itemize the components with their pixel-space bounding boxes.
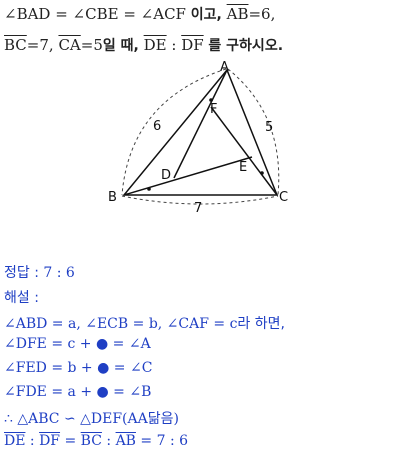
step6-segment-de: DE xyxy=(4,433,26,449)
line-af xyxy=(173,69,228,179)
ratio-colon: : xyxy=(166,36,182,54)
bullet-icon: ● xyxy=(96,336,109,352)
point-label-f: F xyxy=(210,102,217,117)
explanation-heading: 해설 : xyxy=(4,287,39,307)
solution-step-5: ∴ △ABC ∽ △DEF(AA닮음) xyxy=(4,408,179,428)
segment-ca: CA xyxy=(58,36,81,54)
point-label-d: D xyxy=(161,168,171,183)
angle-marks xyxy=(147,98,264,191)
step5-math: ∴ △ABC ∽ △DEF(AA xyxy=(4,411,148,427)
segment-ab: AB xyxy=(226,5,249,23)
angle-dot-c xyxy=(260,171,264,175)
answer-value: 7 : 6 xyxy=(43,265,75,281)
step6-segment-ab: AB xyxy=(115,433,136,449)
segment-de: DE xyxy=(143,36,167,54)
bullet-icon: ● xyxy=(96,384,109,400)
angle-dot-b xyxy=(147,187,151,191)
step6-segment-df: DF xyxy=(39,433,61,449)
step3-right: = ∠C xyxy=(109,360,153,376)
step6-sep: : xyxy=(25,433,40,449)
step4-left: ∠FDE = a + xyxy=(4,384,93,400)
step3-left: ∠FED = b + xyxy=(4,360,93,376)
solution-step-3: ∠FED = b + ● = ∠C xyxy=(4,360,152,376)
arc-bc xyxy=(121,195,279,205)
step6-sep: : xyxy=(101,433,116,449)
line-bd xyxy=(123,156,253,196)
point-label-c: C xyxy=(279,190,288,205)
triangle-figure: A B C D E F 6 5 7 xyxy=(108,60,288,216)
point-label-a: A xyxy=(220,60,229,75)
point-label-b: B xyxy=(108,190,117,205)
step6-segment-bc: BC xyxy=(80,433,102,449)
segment-df: DF xyxy=(181,36,204,54)
angle-dot-a xyxy=(209,98,213,102)
circumscribed-arcs xyxy=(121,68,280,205)
outer-triangle xyxy=(122,68,279,196)
step5-close: ) xyxy=(173,411,179,427)
step2-left: ∠DFE = c + xyxy=(4,336,92,352)
step4-right: = ∠B xyxy=(108,384,152,400)
point-label-e: E xyxy=(239,160,247,175)
problem-line-1: ∠BAD = ∠CBE = ∠ACF 이고, AB=6, xyxy=(4,4,275,24)
ca-value: =5 xyxy=(80,36,103,54)
triangle-lines xyxy=(122,68,279,196)
step1-math: ∠ABD = a, ∠ECB = b, ∠CAF = c xyxy=(4,316,238,332)
arc-ac xyxy=(227,68,280,196)
arc-ab xyxy=(121,68,227,196)
step6-result: = 7 : 6 xyxy=(135,433,189,449)
answer-line: 정답 : 7 : 6 xyxy=(4,262,75,282)
angle-equality: ∠BAD = ∠CBE = ∠ACF xyxy=(4,5,186,23)
segment-bc: BC xyxy=(4,36,27,54)
bc-value: =7, xyxy=(26,36,54,54)
solution-step-6: DE : DF = BC : AB = 7 : 6 xyxy=(4,433,188,449)
problem-line-2: BC=7, CA=5일 때, DE : DF 를 구하시오. xyxy=(4,35,283,55)
ab-value: =6, xyxy=(248,5,276,23)
bullet-icon: ● xyxy=(97,360,110,376)
step6-eq: = xyxy=(60,433,81,449)
solution-step-1: ∠ABD = a, ∠ECB = b, ∠CAF = c라 하면, xyxy=(4,313,285,333)
connector-text: 이고, xyxy=(190,7,222,23)
step5-text: 닮음 xyxy=(147,411,174,427)
solution-step-2: ∠DFE = c + ● = ∠A xyxy=(4,336,151,352)
side-label-ab: 6 xyxy=(153,119,161,134)
explanation-label: 해설 : xyxy=(4,290,39,306)
when-text: 일 때, xyxy=(102,38,139,54)
step1-text: 라 하면, xyxy=(237,316,285,332)
line-ce xyxy=(210,106,278,196)
solution-step-4: ∠FDE = a + ● = ∠B xyxy=(4,384,151,400)
side-label-bc: 7 xyxy=(194,201,202,216)
side-label-ca: 5 xyxy=(265,120,273,135)
answer-label: 정답 : xyxy=(4,265,39,281)
step2-right: = ∠A xyxy=(108,336,151,352)
question-text: 를 구하시오. xyxy=(208,38,284,54)
